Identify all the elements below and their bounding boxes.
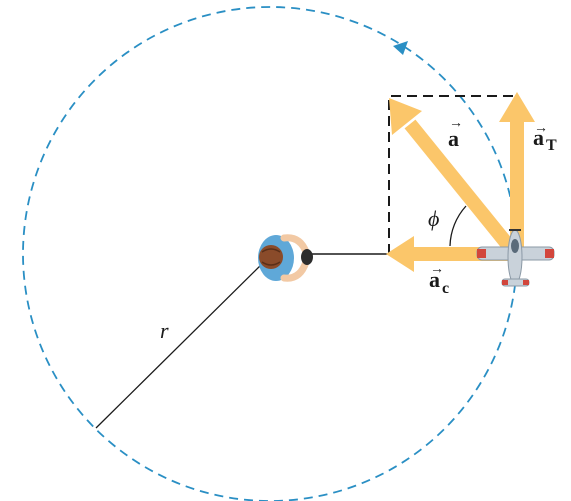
- svg-text:c: c: [442, 280, 449, 297]
- vector-sum-dashed-box: [388, 95, 517, 254]
- svg-text:a: a: [429, 267, 440, 292]
- centripetal-acceleration-label: → a c: [429, 262, 449, 297]
- total-acceleration-label: → a: [448, 116, 463, 151]
- svg-text:→: →: [430, 262, 444, 277]
- svg-text:→: →: [449, 116, 463, 131]
- radius-label: r: [160, 318, 169, 343]
- svg-text:→: →: [534, 121, 548, 136]
- total-acceleration-vector: [389, 98, 518, 255]
- svg-text:a: a: [533, 125, 544, 150]
- tangential-acceleration-label: → a T: [533, 121, 557, 154]
- angle-label: ϕ: [428, 206, 439, 231]
- svg-text:T: T: [546, 137, 557, 154]
- person-top-view-icon: [258, 234, 313, 282]
- svg-text:a: a: [448, 126, 459, 151]
- radius-line: [95, 259, 267, 429]
- airplane-top-view-icon: [476, 229, 555, 287]
- tangential-acceleration-vector: [499, 92, 535, 252]
- angle-arc: [449, 205, 467, 247]
- path-direction-arrow: [393, 41, 408, 55]
